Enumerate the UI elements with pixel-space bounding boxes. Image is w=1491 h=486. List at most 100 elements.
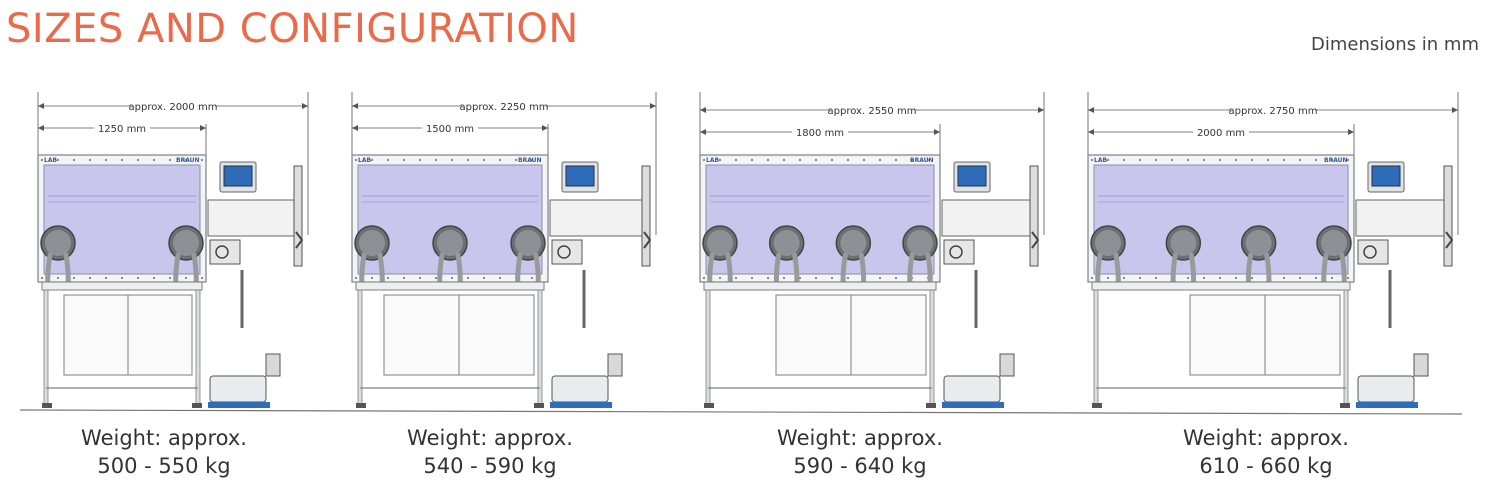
- glove-port-inner: [1245, 230, 1272, 256]
- bolt: [831, 277, 833, 279]
- weight-caption-1: Weight: approx. 500 - 550 kg: [34, 424, 294, 480]
- bolt: [153, 277, 155, 279]
- glove-port-inner: [1321, 230, 1347, 256]
- brand-mark: LAB: [706, 157, 719, 164]
- bolt: [531, 277, 533, 279]
- brand-mark: BRAUN: [1324, 157, 1348, 164]
- label-bg: [462, 99, 546, 112]
- foot: [534, 403, 544, 408]
- bolt: [1203, 277, 1205, 279]
- door-handle-icon: [643, 231, 652, 249]
- pump-filter: [999, 353, 1015, 377]
- bolt: [531, 159, 533, 161]
- foot: [1340, 403, 1350, 408]
- stand-top: [703, 281, 937, 291]
- glove-port-inner: [907, 230, 933, 256]
- bolt: [1331, 277, 1333, 279]
- bolt: [467, 159, 469, 161]
- bolt: [719, 159, 721, 161]
- bolt: [499, 159, 501, 161]
- weight-value: 540 - 590 kg: [423, 454, 557, 478]
- pump-base: [208, 402, 270, 408]
- bolt: [137, 159, 139, 161]
- bolt: [435, 159, 437, 161]
- bolt: [1235, 277, 1237, 279]
- weight-caption-2: Weight: approx. 540 - 590 kg: [360, 424, 620, 480]
- weight-label: Weight: approx.: [81, 426, 247, 450]
- box-dimension-label: 1250 mm: [98, 124, 146, 135]
- bolt: [1123, 159, 1125, 161]
- door-handle-icon: [295, 231, 304, 249]
- bolt: [121, 277, 123, 279]
- vacuum-pump: [551, 375, 609, 403]
- bolt: [105, 159, 107, 161]
- bolt: [895, 159, 897, 161]
- bolt: [783, 277, 785, 279]
- bolt: [41, 159, 43, 161]
- bolt: [799, 277, 801, 279]
- port-icon: [1363, 245, 1377, 259]
- bolt: [1315, 277, 1317, 279]
- mini-antechamber: [1357, 239, 1389, 265]
- page-title: SIZES AND CONFIGURATION: [6, 6, 579, 52]
- bolt: [1219, 159, 1221, 161]
- bolt: [719, 277, 721, 279]
- bolt: [1155, 159, 1157, 161]
- stand-top: [1091, 281, 1351, 291]
- bolt: [1139, 159, 1141, 161]
- bolt: [1347, 159, 1349, 161]
- bolt: [153, 159, 155, 161]
- mini-antechamber: [209, 239, 241, 265]
- foot: [704, 403, 714, 408]
- bolt: [451, 159, 453, 161]
- glovebox-window: [705, 164, 935, 275]
- overall-dimension-label: approx. 2750 mm: [1229, 106, 1318, 117]
- bolt: [1299, 277, 1301, 279]
- foot: [926, 403, 936, 408]
- bolt: [451, 277, 453, 279]
- bolt: [1155, 277, 1157, 279]
- glove-port-inner: [1170, 230, 1197, 256]
- glove-port-inner: [437, 230, 463, 256]
- touch-screen-icon: [957, 165, 987, 187]
- bolt: [403, 159, 405, 161]
- weight-caption-4: Weight: approx. 610 - 660 kg: [1136, 424, 1396, 480]
- bolt: [371, 159, 373, 161]
- bolt: [419, 277, 421, 279]
- pump-base: [1356, 402, 1418, 408]
- brand-mark: BRAUN: [176, 157, 200, 164]
- bolt: [185, 159, 187, 161]
- touch-screen-icon: [565, 165, 595, 187]
- bolt: [1219, 277, 1221, 279]
- brand-mark: LAB: [44, 157, 57, 164]
- weight-label: Weight: approx.: [407, 426, 573, 450]
- bolt: [703, 159, 705, 161]
- overall-dimension-label: approx. 2000 mm: [129, 102, 218, 113]
- glove-port-inner: [45, 230, 71, 256]
- glove-port-inner: [707, 230, 733, 256]
- foot: [42, 403, 52, 408]
- pump-filter: [607, 353, 623, 377]
- bolt: [201, 277, 203, 279]
- bolt: [355, 159, 357, 161]
- overall-dimension-label: approx. 2550 mm: [828, 106, 917, 117]
- bolt: [1267, 159, 1269, 161]
- glove-port-inner: [359, 230, 385, 256]
- bolt: [1251, 277, 1253, 279]
- antechamber: [207, 199, 299, 237]
- touch-screen-icon: [1371, 165, 1401, 187]
- door-handle-icon: [1031, 231, 1040, 249]
- antechamber: [941, 199, 1035, 237]
- bolt: [895, 277, 897, 279]
- bolt: [185, 277, 187, 279]
- port-icon: [949, 245, 963, 259]
- bolt: [783, 159, 785, 161]
- bolt: [767, 277, 769, 279]
- bolt: [911, 159, 913, 161]
- bolt: [1235, 159, 1237, 161]
- bolt: [121, 159, 123, 161]
- label-bg: [94, 121, 150, 134]
- vacuum-pump: [209, 375, 267, 403]
